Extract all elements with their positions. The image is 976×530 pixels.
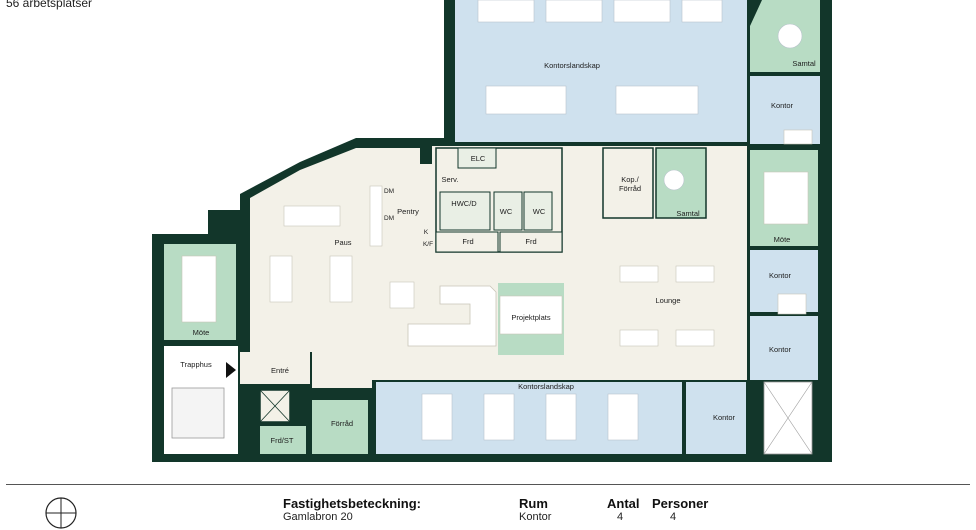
- room-kop-forrad: [602, 147, 654, 219]
- label-kontor-ne: Kontor: [771, 101, 794, 110]
- legend-col-room: Rum: [519, 496, 548, 511]
- label-trapphus: Trapphus: [180, 360, 212, 369]
- label-elc: ELC: [471, 154, 486, 163]
- legend-divider: [6, 484, 970, 485]
- room-frd2: [499, 231, 563, 253]
- label-samtal-ne: Samtal: [792, 59, 816, 68]
- label-kf: K/F: [423, 241, 433, 248]
- room-wc1: [493, 191, 523, 231]
- label-dm2: DM: [384, 215, 394, 222]
- property-value: Gamlabron 20: [283, 511, 353, 523]
- legend-row1-persons: 4: [670, 511, 677, 523]
- room-kontor-se: [686, 382, 746, 454]
- property-heading: Fastighetsbeteckning:: [283, 496, 421, 511]
- room-frd1: [435, 231, 499, 253]
- label-mote-east: Möte: [774, 235, 791, 244]
- label-projektplats: Projektplats: [511, 313, 550, 322]
- room-wc2: [523, 191, 553, 231]
- label-kontor-e1: Kontor: [769, 271, 792, 280]
- room-kontorslandskap-north: [455, 0, 747, 142]
- room-hwc: [439, 191, 491, 231]
- room-frd-st: [260, 426, 306, 454]
- label-kontor-e2: Kontor: [769, 345, 792, 354]
- label-frd2: Frd: [525, 237, 536, 246]
- label-kontorslandskap-north: Kontorslandskap: [544, 61, 600, 70]
- label-kontor-se: Kontor: [713, 413, 736, 422]
- legend-row1-count: 4: [617, 511, 624, 523]
- label-forrad: Förråd: [331, 419, 353, 428]
- room-elc: [457, 147, 497, 169]
- label-frd1: Frd: [462, 237, 473, 246]
- legend-col-count: Antal: [607, 496, 640, 511]
- legend-row1-room: Kontor: [519, 511, 552, 523]
- label-dm1: DM: [384, 188, 394, 195]
- desks-north: [477, 0, 723, 115]
- lounge-sofas: [619, 265, 715, 347]
- arrow-icon: [226, 362, 236, 378]
- label-samtal-mid: Samtal: [676, 209, 700, 218]
- label-serv: Serv.: [442, 175, 459, 184]
- compass-icon: [45, 497, 77, 529]
- label-mote-west: Möte: [193, 328, 210, 337]
- label-k: K: [424, 229, 429, 236]
- label-kontorslandskap-south: Kontorslandskap: [518, 382, 574, 391]
- stairs: [171, 387, 225, 439]
- workplaces-count: 56 arbetsplatser: [6, 0, 93, 10]
- label-pentry: Pentry: [397, 207, 419, 216]
- room-forrad: [312, 400, 368, 454]
- tables-paus: [181, 129, 813, 335]
- label-entre: Entré: [271, 366, 289, 375]
- reception-desk: [407, 285, 497, 347]
- label-wc2: WC: [533, 207, 546, 216]
- room-kontor-e2: [750, 316, 818, 380]
- legend-col-persons: Personer: [652, 496, 709, 511]
- room-entre: [240, 352, 310, 384]
- desks-south: [421, 393, 639, 441]
- label-frd-st: Frd/ST: [271, 436, 294, 445]
- label-hwc: HWC/D: [451, 199, 477, 208]
- label-lounge: Lounge: [655, 296, 680, 305]
- label-wc1: WC: [500, 207, 513, 216]
- label-kop-forrad: Kop./Förråd: [619, 175, 641, 193]
- label-paus: Paus: [334, 238, 351, 247]
